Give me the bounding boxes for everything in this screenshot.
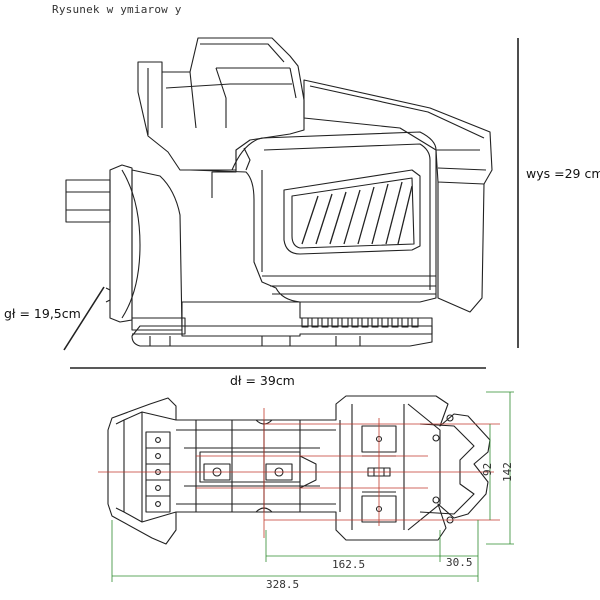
vent-panel bbox=[283, 169, 421, 255]
rear-handle-block bbox=[137, 37, 305, 171]
length-label: dł = 39cm bbox=[230, 373, 295, 388]
left-cap bbox=[109, 164, 133, 323]
bottom-view-dimension-lines bbox=[111, 391, 514, 582]
drawing-title: Rysunek w ymiarow y bbox=[52, 3, 182, 16]
height-label: wys =29 cm bbox=[526, 166, 600, 181]
depth-label: gł = 19,5cm bbox=[4, 306, 81, 321]
bottom-view-dimension-text: 92 142 162.5 30.5 328.5 bbox=[266, 462, 514, 591]
base-outline bbox=[107, 395, 491, 545]
bottom-view bbox=[107, 395, 491, 545]
dim-328-text: 328.5 bbox=[266, 578, 299, 591]
depth-dimension-line bbox=[63, 286, 105, 351]
side-grip bbox=[65, 179, 111, 223]
dim-142-text: 142 bbox=[501, 462, 514, 482]
dim-92-text: 92 bbox=[481, 463, 494, 476]
vent-slats bbox=[301, 181, 413, 245]
dim-162-text: 162.5 bbox=[332, 558, 365, 571]
center-lines bbox=[98, 408, 500, 538]
side-view-dimension-lines bbox=[63, 38, 519, 369]
top-cover bbox=[303, 79, 493, 185]
dim-30-text: 30.5 bbox=[446, 556, 473, 569]
side-view bbox=[65, 37, 493, 347]
base-plate bbox=[131, 325, 433, 347]
base-teeth bbox=[301, 317, 419, 328]
